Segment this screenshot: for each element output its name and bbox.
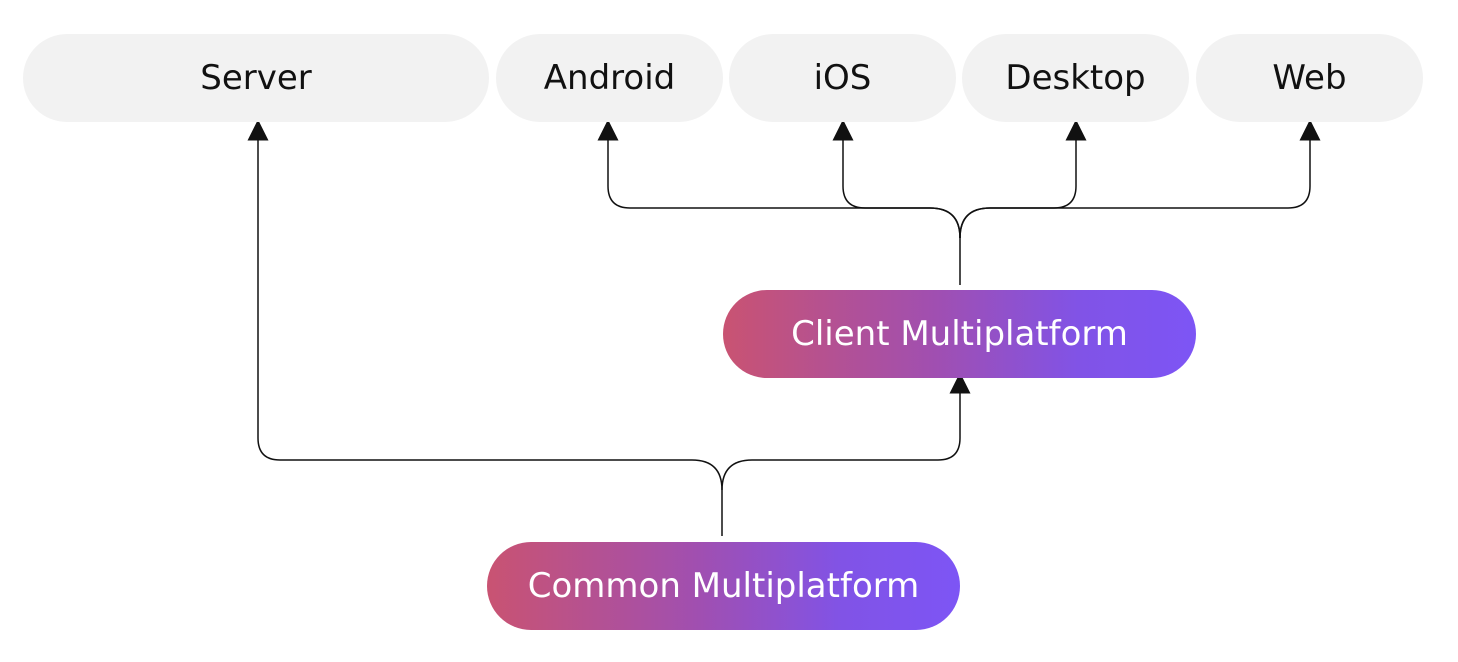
common-multiplatform-label: Common Multiplatform: [527, 566, 920, 606]
ios-target-pill: iOS: [729, 34, 956, 122]
common-multiplatform-pill: Common Multiplatform: [487, 542, 960, 630]
client-to-ios-arrow: [832, 119, 961, 239]
android-target-pill: Android: [496, 34, 723, 122]
ios-label: iOS: [813, 58, 872, 98]
server-target-pill: Server: [23, 34, 489, 122]
android-label: Android: [543, 58, 676, 98]
client-multiplatform-pill: Client Multiplatform: [723, 290, 1196, 378]
client-to-android-arrow: [597, 119, 961, 285]
client-multiplatform-label: Client Multiplatform: [791, 314, 1128, 354]
server-label: Server: [200, 58, 312, 98]
common-to-client-arrow: [721, 372, 971, 491]
client-to-web-arrow: [959, 119, 1321, 239]
desktop-label: Desktop: [1005, 58, 1146, 98]
client-to-desktop-arrow: [959, 119, 1087, 239]
web-target-pill: Web: [1196, 34, 1423, 122]
web-label: Web: [1272, 58, 1347, 98]
desktop-target-pill: Desktop: [962, 34, 1189, 122]
common-stem: [247, 119, 723, 536]
